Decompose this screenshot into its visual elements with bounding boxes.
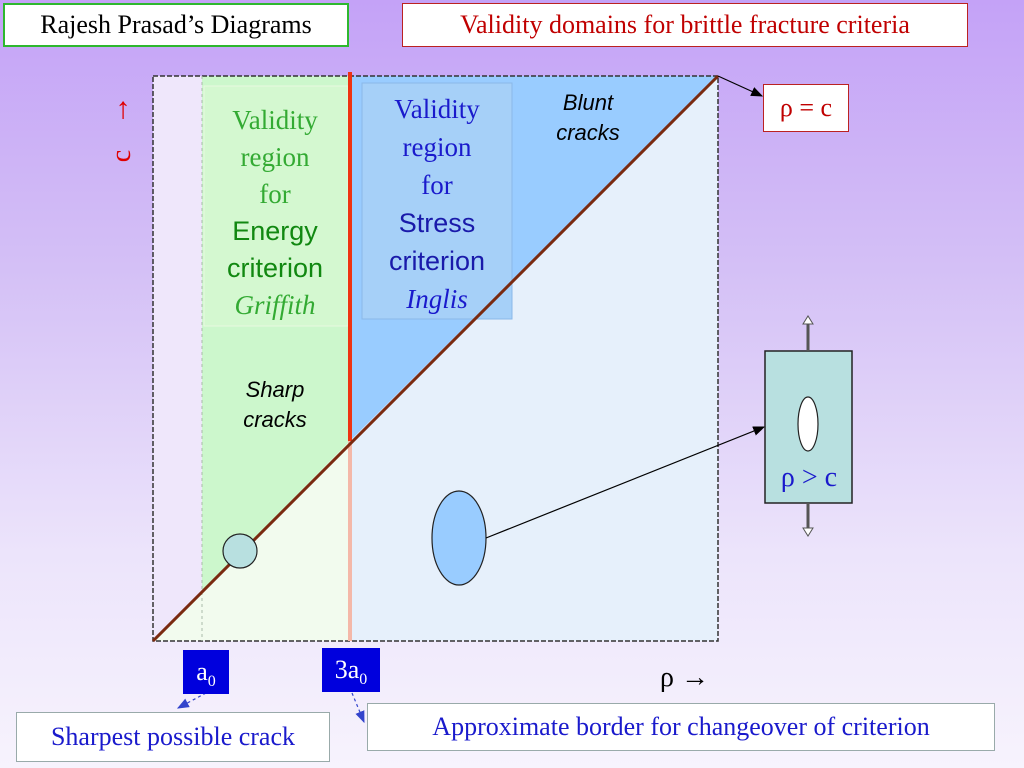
energy-text-panel: [203, 85, 349, 327]
rho-equals-c-label: ρ = c: [763, 84, 849, 132]
energy-line-4: Energy: [232, 216, 318, 246]
plot-frame: [152, 75, 719, 642]
blunt-lower-region: [350, 76, 718, 641]
three-a0-sub: 0: [359, 671, 368, 689]
specimen-hole: [797, 396, 819, 452]
stress-line-5: criterion: [388, 246, 486, 276]
rho-greater-c-label: ρ > c: [780, 462, 838, 493]
energy-region-text: Validity region for Energy criterion Gri…: [205, 102, 345, 324]
stress-line-2: region: [402, 132, 472, 162]
sharpest-crack-box: Sharpest possible crack: [16, 712, 330, 762]
stress-line-3: for: [421, 170, 453, 200]
blunt-crack-ellipse: [431, 490, 487, 586]
author-title-box: Rajesh Prasad’s Diagrams: [3, 3, 349, 47]
energy-line-2: region: [240, 142, 310, 172]
sharp-line-1: Sharp: [245, 377, 305, 402]
left-strip: [153, 76, 202, 641]
energy-line-1: Validity: [232, 105, 318, 135]
sharp-crack-circle: [222, 533, 258, 569]
stress-line-6: Inglis: [406, 284, 468, 314]
energy-line-3: for: [259, 179, 291, 209]
stress-region-text: Validity region for Stress criterion Ing…: [364, 90, 510, 318]
blunt-cracks-label: Blunt cracks: [542, 88, 634, 148]
c-axis-label: c: [106, 149, 137, 163]
rho-axis-label: ρ →: [660, 662, 709, 693]
three-a0-base: 3a: [334, 655, 360, 684]
stress-line-1: Validity: [394, 94, 480, 124]
stress-text-panel: [361, 82, 513, 320]
sharp-cracks-label: Sharp cracks: [228, 375, 322, 435]
a0-base: a: [196, 657, 208, 686]
energy-line-6: Griffith: [234, 290, 316, 320]
c-axis-arrow: ↑: [115, 92, 131, 125]
three-a0-tick-box: 3a0: [322, 648, 380, 692]
main-title-box: Validity domains for brittle fracture cr…: [402, 3, 968, 47]
stress-line-4: Stress: [398, 208, 476, 238]
criterion-border-box: Approximate border for changeover of cri…: [367, 703, 995, 751]
blunt-line-1: Blunt: [562, 90, 614, 115]
a0-sub: 0: [207, 673, 216, 691]
energy-line-5: criterion: [226, 253, 324, 283]
sharp-line-2: cracks: [243, 407, 307, 432]
blunt-line-2: cracks: [556, 120, 620, 145]
a0-tick-box: a0: [183, 650, 229, 694]
